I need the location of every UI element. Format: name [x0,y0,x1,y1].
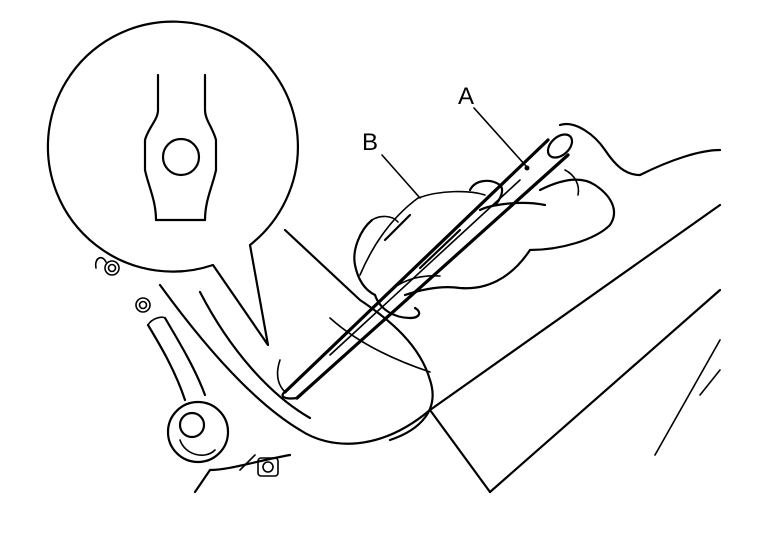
leader-line-a [473,107,527,167]
label-a: A [458,83,474,110]
left-hardware [94,256,279,477]
tool-b [359,190,486,276]
label-b-group: B [362,129,421,199]
body-panel [158,148,722,494]
label-b: B [362,129,378,156]
leader-line-b [381,154,421,199]
clip-detail-icon [143,73,218,222]
label-a-group: A [458,83,527,167]
detail-callout [46,20,299,347]
hands [353,122,642,320]
